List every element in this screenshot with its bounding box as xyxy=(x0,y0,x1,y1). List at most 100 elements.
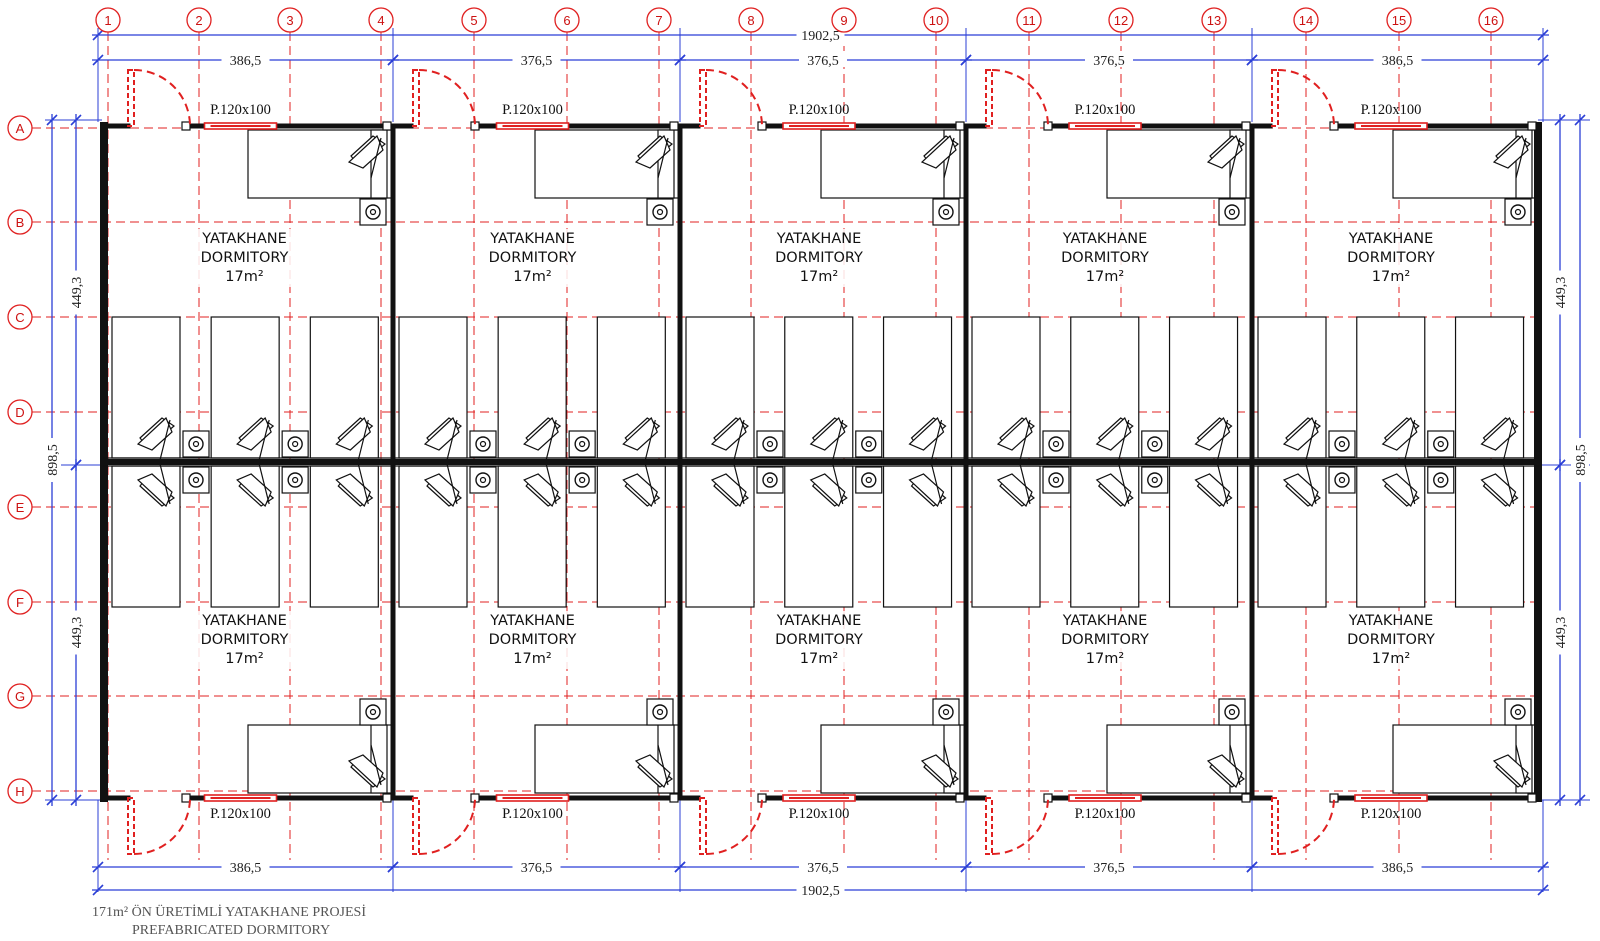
wardrobe-door xyxy=(634,134,671,169)
nightstand-top xyxy=(568,466,596,494)
lamp-icon-inner xyxy=(1514,208,1522,216)
wall-end xyxy=(669,121,679,131)
wardrobe-door xyxy=(347,754,384,789)
nightstand xyxy=(1141,430,1169,458)
wardrobe-symbol xyxy=(1381,463,1420,508)
dim-module-top-3-mask xyxy=(799,51,847,67)
room-name-en: DORMITORY xyxy=(201,632,289,648)
wardrobe-symbol xyxy=(634,744,673,789)
lamp-icon-inner xyxy=(192,476,200,484)
nightstand-top xyxy=(855,466,883,494)
room-name-en: DORMITORY xyxy=(1061,250,1149,266)
wardrobe-door xyxy=(1194,473,1231,508)
room-area: 17m² xyxy=(800,269,838,285)
wall-end xyxy=(382,121,392,131)
wardrobe-symbol xyxy=(335,416,374,461)
door-swing-arc xyxy=(418,69,476,127)
wardrobe-edge xyxy=(1216,463,1229,505)
grid-bubble-circle xyxy=(95,7,121,33)
nightstand xyxy=(932,198,960,226)
room-area: 17m² xyxy=(1372,651,1410,667)
nightstand-top xyxy=(646,698,674,726)
nightstand-top xyxy=(756,430,784,458)
lamp-icon xyxy=(1510,204,1526,220)
wardrobe-symbol xyxy=(423,416,462,461)
dim-module-bottom-1-mask xyxy=(221,858,270,874)
wardrobe-door xyxy=(347,134,384,169)
room-name-tr: YATAKHANE xyxy=(776,231,862,247)
nightstand-top xyxy=(1042,430,1070,458)
grid-bubble-label: 2 xyxy=(195,13,202,28)
window-top-1: P.120x100 xyxy=(203,102,278,130)
grid-bubble-circle xyxy=(461,7,487,33)
room-area: 17m² xyxy=(225,651,263,667)
grid-bubble-circle xyxy=(1016,7,1042,33)
grid-bubble-circle xyxy=(1201,7,1227,33)
nightstand xyxy=(1218,198,1246,226)
grid-bubble-row-H: H xyxy=(7,778,33,804)
grid-bubble-circle xyxy=(923,7,949,33)
grid-bubble-circle xyxy=(186,7,212,33)
door-leaf xyxy=(699,69,707,127)
caption-subtitle: PREFABRICATED DORMITORY xyxy=(132,923,331,938)
wardrobe-door xyxy=(1095,416,1132,451)
wardrobe-edge xyxy=(1404,463,1416,505)
wardrobe-edge xyxy=(1019,463,1031,505)
room-area: 17m² xyxy=(225,269,263,285)
lamp-icon-inner xyxy=(1052,440,1060,448)
dimension-tick xyxy=(46,794,58,806)
wardrobe-edge xyxy=(159,419,171,461)
drawing-caption: 171m² ÖN ÜRETİMLİ YATAKHANE PROJESİ PREF… xyxy=(92,904,512,940)
wardrobe-edge xyxy=(258,463,270,505)
dim-module-bottom-1: 386,5 xyxy=(230,861,262,876)
dim-right-lower: 449,3 xyxy=(1554,617,1569,649)
lamp-icon xyxy=(574,472,590,488)
grid-bubble-label: 3 xyxy=(286,13,293,28)
wardrobe-edge xyxy=(357,419,369,461)
wardrobe-symbol xyxy=(523,416,562,461)
grid-bubble-col-5: 5 xyxy=(461,7,487,33)
grid-bubble-col-12: 12 xyxy=(1108,7,1134,33)
room-name-tr: YATAKHANE xyxy=(489,231,575,247)
walls xyxy=(100,121,1542,803)
dimension-tick xyxy=(92,29,104,41)
wardrobe-symbol xyxy=(1206,744,1245,789)
lower-corner-bed-1 xyxy=(247,698,394,794)
nightstand xyxy=(646,698,674,726)
nightstand xyxy=(1504,698,1532,726)
lamp-icon-inner xyxy=(292,440,299,448)
lamp-icon-inner xyxy=(865,440,872,448)
lamp-icon xyxy=(652,704,668,720)
room-name-en: DORMITORY xyxy=(775,632,863,648)
wardrobe-door xyxy=(423,473,460,508)
lamp-icon xyxy=(652,204,668,220)
wall-end xyxy=(1527,793,1537,803)
nightstand-top xyxy=(469,430,497,458)
grid-bubble-label: 15 xyxy=(1392,13,1406,28)
window-top-3: P.120x100 xyxy=(782,102,856,130)
lamp-icon-inner xyxy=(192,440,200,448)
dim-module-bottom-5-mask xyxy=(1373,858,1422,874)
grid-bubble-row-F: F xyxy=(7,589,33,615)
wardrobe-door xyxy=(710,473,747,508)
wardrobe-edge xyxy=(733,463,745,505)
wardrobe-symbol xyxy=(809,463,848,508)
lamp-icon-inner xyxy=(1437,440,1444,448)
dimension-tick xyxy=(1537,29,1549,41)
door-leaf xyxy=(985,797,993,855)
room-name-tr: YATAKHANE xyxy=(1062,613,1148,629)
lamp-icon-inner xyxy=(479,476,487,484)
lower-corner-bed-5 xyxy=(1392,698,1539,794)
wardrobe-symbol xyxy=(996,416,1035,461)
wall-end xyxy=(669,793,679,803)
grid-bubble-col-6: 6 xyxy=(554,7,580,33)
dimension-tick xyxy=(70,794,82,806)
grid-bubble-label: 10 xyxy=(929,13,943,28)
lamp-icon xyxy=(475,472,491,488)
grid-bubble-label: 6 xyxy=(563,13,570,28)
wardrobe-symbol xyxy=(1095,416,1134,461)
grid-bubble-col-14: 14 xyxy=(1293,7,1319,33)
wardrobe-door xyxy=(622,416,659,451)
door-top-3 xyxy=(699,69,763,127)
